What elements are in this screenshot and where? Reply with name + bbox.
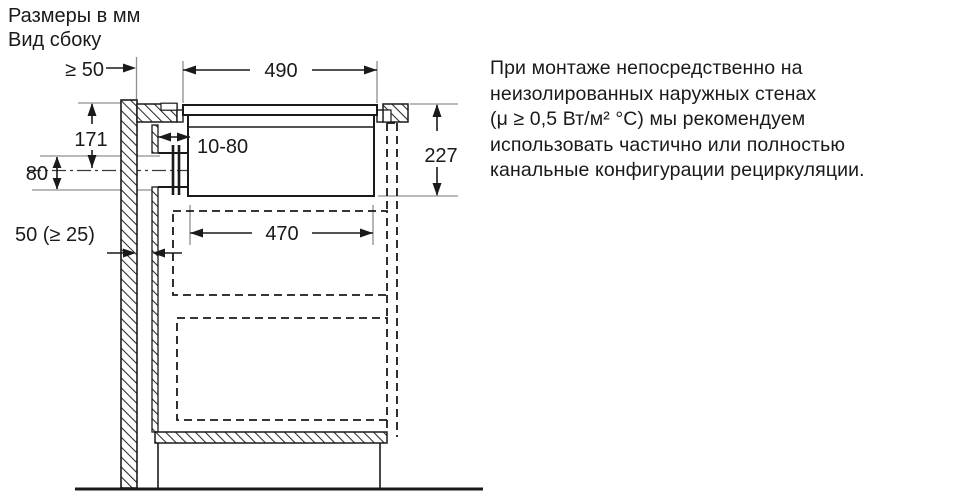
ventilation-unit-body bbox=[187, 114, 375, 197]
title-units: Размеры в мм bbox=[8, 5, 141, 27]
note-line: (μ ≥ 0,5 Вт/м² °C) мы рекомендуем bbox=[490, 108, 806, 130]
dim-label: 490 bbox=[264, 60, 297, 82]
note-line: канальные конфигурации рециркуляции. bbox=[490, 159, 865, 181]
arrow-right-icon bbox=[123, 248, 136, 258]
dim-duct-opening-height: 80 bbox=[26, 156, 62, 190]
arrow-down-icon bbox=[432, 183, 442, 196]
dim-wall-to-panel-gap: 50 (≥ 25) bbox=[15, 224, 182, 258]
note-line: При монтаже непосредственно на bbox=[490, 57, 803, 79]
recirculation-channel-dashed bbox=[172, 122, 398, 437]
dim-label: 80 bbox=[26, 163, 48, 185]
hob-unit bbox=[176, 104, 384, 197]
arrow-up-icon bbox=[432, 104, 442, 117]
cabinet-bottom-shelf bbox=[154, 431, 388, 444]
plinth bbox=[157, 443, 381, 488]
dim-cutout-width: 470 bbox=[190, 223, 373, 245]
hob-glass-top bbox=[182, 104, 378, 116]
arrow-up-icon bbox=[87, 103, 97, 116]
arrow-down-icon bbox=[87, 155, 97, 168]
worktop-rabbet-right bbox=[382, 109, 392, 123]
arrow-left-icon bbox=[190, 228, 203, 238]
dim-label: 50 (≥ 25) bbox=[15, 224, 95, 246]
dim-wall-clearance: ≥ 50 bbox=[65, 59, 136, 81]
wall bbox=[120, 99, 138, 489]
duct-zone-lower bbox=[176, 317, 388, 421]
note-line: неизолированных наружных стенах bbox=[490, 82, 817, 105]
dim-label: 470 bbox=[265, 223, 298, 245]
arrow-left-icon bbox=[158, 132, 171, 142]
dim-label: 171 bbox=[74, 129, 107, 151]
title-view: Вид сбоку bbox=[8, 29, 102, 51]
note-line: использовать частично или полностью bbox=[490, 133, 846, 156]
dim-rear-gap-range: 10-80 bbox=[158, 132, 248, 158]
arrow-left-icon bbox=[183, 65, 196, 75]
dim-top-to-duct-center: 171 bbox=[74, 103, 108, 168]
dim-label: ≥ 50 bbox=[65, 59, 104, 81]
dim-label: 10-80 bbox=[197, 136, 248, 158]
arrow-right-icon bbox=[123, 63, 136, 73]
dim-label: 227 bbox=[424, 145, 457, 167]
arrow-down-icon bbox=[52, 178, 62, 190]
dim-unit-height: 227 bbox=[424, 104, 458, 196]
installation-note: При монтаже непосредственно на неизолиро… bbox=[490, 56, 955, 184]
arrow-right-icon bbox=[364, 65, 377, 75]
duct-connector bbox=[158, 145, 188, 195]
arrow-right-icon bbox=[360, 228, 373, 238]
arrow-right-icon bbox=[177, 132, 190, 142]
dim-appliance-width: 490 bbox=[183, 60, 377, 82]
arrow-up-icon bbox=[52, 156, 62, 168]
arrow-left-icon bbox=[152, 248, 165, 258]
worktop-rabbet-left bbox=[160, 102, 178, 111]
drawing-title: Размеры в мм Вид сбоку bbox=[8, 4, 140, 52]
